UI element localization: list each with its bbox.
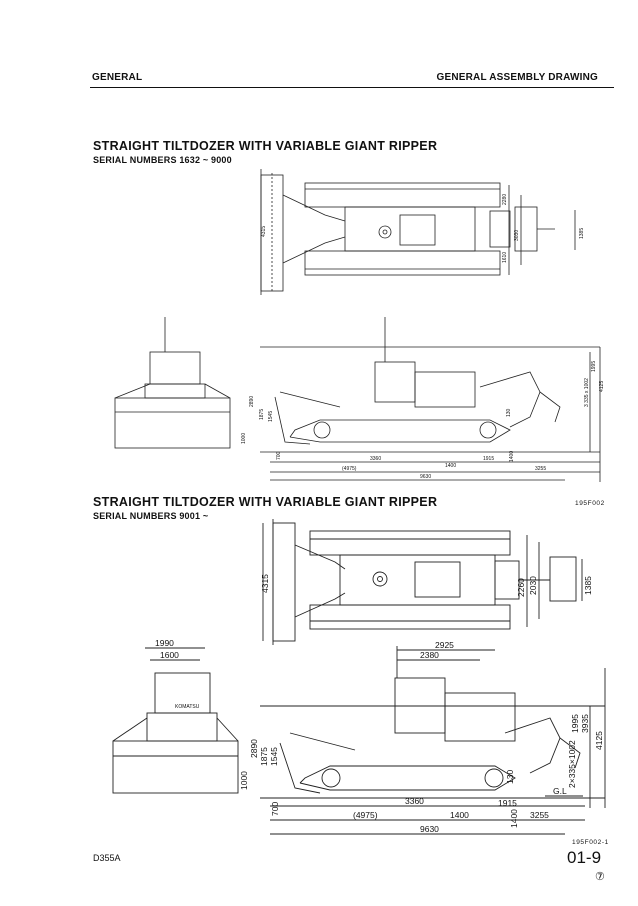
footer-model: D355A xyxy=(93,853,121,863)
s2-dim-3935: 3935 xyxy=(580,714,590,733)
footer-revision: ⑦ xyxy=(595,871,605,883)
section2-code: 195F002-1 xyxy=(572,839,609,846)
s1-dim-1915: 1915 xyxy=(483,456,494,462)
s1-dim-1000: 1000 xyxy=(241,433,247,444)
section2-title: STRAIGHT TILTDOZER WITH VARIABLE GIANT R… xyxy=(93,495,438,509)
s1-dim-3360: 3360 xyxy=(370,456,381,462)
s2-dim-1545: 1545 xyxy=(269,747,279,766)
s1-dim-1610: 1610 xyxy=(502,252,508,263)
footer-page-number: 01-9 xyxy=(567,848,602,867)
section1-top-view: 4315 2280 3030 1610 1385 xyxy=(260,169,585,295)
s1-dim-3030: 3030 xyxy=(514,230,520,241)
s2-dim-1400v: 1400 xyxy=(509,809,519,828)
s2-dim-2260: 2260 xyxy=(516,578,526,597)
section2-brand: KOMATSU xyxy=(175,704,200,710)
s1-dim-1400v: 1400 xyxy=(509,451,515,462)
s1-dim-2890: 2890 xyxy=(249,396,255,407)
section1-side-view: 2890 1875 1545 1000 700 3360 1400 1915 (… xyxy=(114,317,605,482)
s2-dim-2890: 2890 xyxy=(249,739,259,758)
header-right: GENERAL ASSEMBLY DRAWING xyxy=(436,72,598,83)
s2-dim-130: 130 xyxy=(505,770,515,784)
s1-dim-9630: 9630 xyxy=(420,474,431,480)
section2-serial: SERIAL NUMBERS 9001 ~ xyxy=(93,511,209,521)
s2-dim-1915: 1915 xyxy=(498,798,517,808)
s1-dim-1385: 1385 xyxy=(579,228,585,239)
s2-dim-2x335: 2×335×1002 xyxy=(567,740,577,788)
s1-dim-4975: (4975) xyxy=(342,466,357,472)
s2-dim-gl: G.L xyxy=(553,786,567,796)
s2-dim-2380: 2380 xyxy=(420,650,439,660)
s1-dim-1995: 1995 xyxy=(591,361,597,372)
s2-dim-1400: 1400 xyxy=(450,810,469,820)
s1-dim-4315: 4315 xyxy=(261,226,267,237)
section1-code: 195F002 xyxy=(575,500,605,507)
s2-dim-2030: 2030 xyxy=(528,576,538,595)
s2-dim-1000: 1000 xyxy=(239,771,249,790)
s1-dim-1875: 1875 xyxy=(259,409,265,420)
s2-dim-4125: 4125 xyxy=(594,731,604,750)
s1-dim-700: 700 xyxy=(276,451,282,460)
s1-dim-3255: 3255 xyxy=(535,466,546,472)
s2-dim-3360: 3360 xyxy=(405,796,424,806)
s1-dim-3935: 3 335 x 1002 xyxy=(584,378,590,407)
s2-dim-4975: (4975) xyxy=(353,810,378,820)
s2-dim-4315: 4315 xyxy=(260,574,270,593)
s2-dim-9630: 9630 xyxy=(420,824,439,834)
section2-side-view: 1990 1600 2925 2380 2890 1875 1545 1000 … xyxy=(112,638,606,835)
header-left: GENERAL xyxy=(92,72,143,83)
s1-dim-4125: 4125 xyxy=(599,381,605,392)
s2-dim-3255: 3255 xyxy=(530,810,549,820)
s1-dim-2280: 2280 xyxy=(502,194,508,205)
s2-dim-1600: 1600 xyxy=(160,650,179,660)
s2-dim-1990: 1990 xyxy=(155,638,174,648)
s1-dim-1545: 1545 xyxy=(268,411,274,422)
s2-dim-1385: 1385 xyxy=(583,576,593,595)
s1-dim-1400: 1400 xyxy=(445,463,456,469)
section1-serial: SERIAL NUMBERS 1632 ~ 9000 xyxy=(93,155,232,165)
section2-top-view: 4315 2260 2030 1385 xyxy=(260,519,593,645)
s1-dim-130: 130 xyxy=(506,408,512,417)
s2-dim-1995: 1995 xyxy=(570,714,580,733)
s2-dim-700: 700 xyxy=(270,802,280,816)
s2-dim-1875: 1875 xyxy=(259,747,269,766)
section1-title: STRAIGHT TILTDOZER WITH VARIABLE GIANT R… xyxy=(93,139,438,153)
header-rule xyxy=(90,87,614,89)
s2-dim-2925: 2925 xyxy=(435,640,454,650)
